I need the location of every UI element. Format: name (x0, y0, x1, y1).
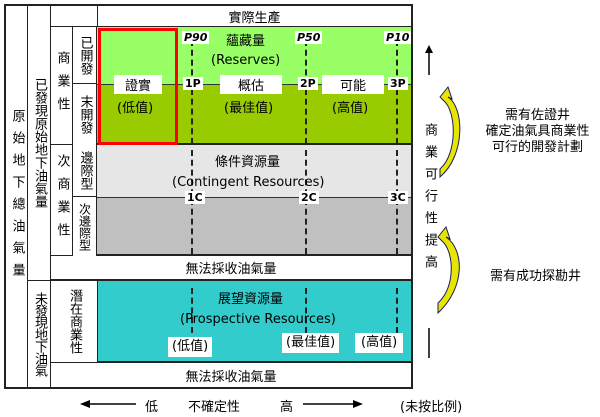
3c-marker: 3C (388, 191, 408, 204)
sub-commercial-label: 次商業性 (51, 145, 73, 256)
prospective-high-label: (高值) (355, 333, 404, 353)
production-row: 實際生產 (97, 6, 411, 27)
p90-dashed-line (191, 40, 193, 144)
commercial-feasibility-text: 商業可行性提高 (422, 123, 437, 277)
prospective-high-dashed-line (396, 288, 398, 333)
undeveloped-label: 末開發 (73, 84, 97, 145)
reserves-undeveloped-band (97, 84, 411, 145)
possible-sublabel: (高值) (332, 101, 369, 116)
proved-sublabel: (低值) (117, 101, 154, 116)
uncertainty-right-arrow (303, 400, 363, 408)
sub-commercial-text: 次商業性 (54, 154, 70, 246)
developed-text: 已開發 (77, 35, 93, 75)
uncertainty-high-label: 高 (280, 400, 294, 415)
prospective-low-dashed-line (191, 288, 193, 333)
3p-marker: 3P (388, 77, 408, 90)
undeveloped-text: 末開發 (77, 95, 93, 134)
contingent-title: 條件資源量 (215, 155, 281, 170)
p50-dashed-line (305, 40, 307, 144)
total-in-place-label: 原始地下總油氣量 (6, 6, 28, 387)
reserves-title: 蘊藏量 (226, 34, 266, 49)
discovered-text: 已發現原始地下油氣量 (32, 78, 47, 208)
unrecoverable-label-1: 無法採收油氣量 (185, 262, 277, 277)
production-row-left-blank (51, 6, 97, 27)
potential-commercial-text: 潛在商業性 (67, 289, 82, 354)
developed-label: 已開發 (73, 27, 97, 84)
reserves-subtitle: (Reserves) (211, 53, 281, 68)
prospective-best-dashed-line (305, 288, 307, 333)
probable-sublabel: (最佳值) (224, 101, 274, 116)
undiscovered-text: 未發現地下油氣 (32, 292, 47, 376)
appraisal-annotation-line-3: 可行的開發計劃 (491, 140, 583, 155)
possible-label: 可能 (322, 75, 384, 94)
contingent-subtitle: (Contingent Resources) (172, 175, 325, 190)
exploration-well-curved-arrow-icon (437, 225, 460, 315)
p90-marker: P90 (182, 31, 210, 44)
exploration-annotation: 需有成功探勘井 (490, 269, 582, 284)
unrecoverable-row-2: 無法採收油氣量 (51, 363, 411, 388)
marginal-label: 邊際型 (73, 145, 97, 197)
unrecoverable-label-2: 無法採收油氣量 (185, 370, 277, 385)
p50-marker: P50 (295, 31, 323, 44)
uncertainty-left-arrow (80, 400, 136, 408)
1p-marker: 1P (183, 77, 203, 90)
appraisal-annotation: 需有佐證井 確定油氣具商業性 可行的開發計劃 (475, 108, 600, 156)
contingent-submarginal-band (97, 197, 411, 256)
prospective-best-label: (最佳值) (282, 333, 340, 353)
uncertainty-label: 不確定性 (188, 400, 241, 415)
commercial-feasibility-label: 商業可行性提高 (419, 120, 439, 280)
contingent-marginal-band (97, 145, 411, 197)
commercial-label: 商業性 (51, 27, 73, 145)
appraisal-annotation-line-2: 確定油氣具商業性 (485, 124, 590, 139)
diagram-frame (4, 4, 413, 389)
1c-marker: 1C (185, 191, 205, 204)
not-to-scale-note: (未按比例) (400, 400, 463, 415)
commercial-feasibility-axis-line (428, 328, 430, 358)
total-in-place-text: 原始地下總油氣量 (9, 108, 25, 285)
2c-marker: 2C (299, 191, 319, 204)
sub-marginal-text: 次邊際型 (77, 202, 92, 251)
unrecoverable-row-1: 無法採收油氣量 (51, 256, 411, 281)
uncertainty-low-label: 低 (145, 400, 159, 415)
potential-commercial-label: 潛在商業性 (51, 281, 97, 363)
commercial-feasibility-up-arrow (425, 45, 433, 75)
marginal-text: 邊際型 (77, 151, 93, 190)
prospective-subtitle: (Prospective Resources) (180, 312, 336, 327)
sub-marginal-label: 次邊際型 (73, 197, 97, 256)
probable-label: 概估 (220, 75, 282, 94)
production-label: 實際生產 (228, 10, 281, 26)
appraisal-well-curved-arrow-icon (439, 85, 461, 179)
p10-marker: P10 (384, 31, 412, 44)
appraisal-annotation-line-1: 需有佐證井 (504, 108, 570, 123)
p10-dashed-line (396, 40, 398, 144)
undiscovered-label: 未發現地下油氣 (28, 281, 51, 387)
discovered-label: 已發現原始地下油氣量 (28, 6, 51, 281)
2p-marker: 2P (298, 77, 318, 90)
prospective-low-label: (低值) (168, 337, 213, 357)
proved-reserves-highlight (98, 28, 178, 145)
reserves-developed-band (97, 27, 411, 84)
prospective-title: 展望資源量 (218, 292, 284, 307)
proved-label: 證實 (114, 75, 162, 94)
commercial-text: 商業性 (54, 51, 70, 120)
